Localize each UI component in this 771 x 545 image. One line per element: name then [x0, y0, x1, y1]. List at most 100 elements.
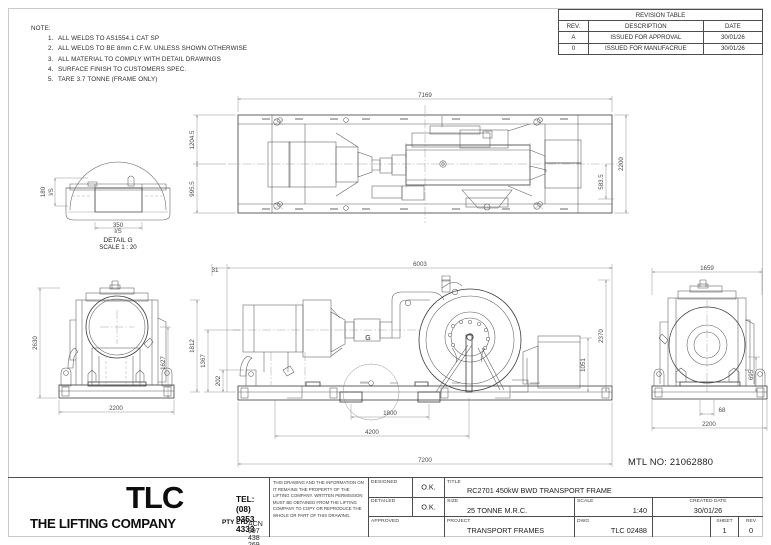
scale-value: 1:40	[632, 505, 647, 515]
note-number: 5.	[48, 75, 54, 83]
section-marker-g: G	[365, 335, 370, 342]
plan-view	[193, 96, 629, 223]
dim-right-68: 68	[719, 407, 726, 414]
field-size: SIZE 25 TONNE M.R.C.	[445, 497, 575, 518]
table-row: A ISSUED FOR APPROVAL 30/01/26	[558, 31, 764, 44]
notes-list: 1. ALL WELDS TO AS1554.1 CAT SP 2.ALL WEL…	[31, 34, 247, 85]
title-value: RC2701 450kW BWD TRANSPORT FRAME	[467, 486, 612, 496]
notes-block: NOTE: 1. ALL WELDS TO AS1554.1 CAT SP 2.A…	[31, 24, 247, 85]
revision-table: REVISION TABLE REV. DESCRIPTION DATE A I…	[558, 8, 764, 55]
dwg-value: TLC 02488	[610, 526, 647, 536]
note-item: 3.ALL MATERIAL TO COMPLY WITH DETAIL DRA…	[48, 55, 247, 65]
field-spacer	[653, 517, 711, 537]
revision-header-date: DATE	[702, 20, 764, 33]
note-item: 2.ALL WELDS TO BE 8mm C.F.W. UNLESS SHOW…	[48, 44, 247, 54]
field-created-date: CREATED DATE 30/01/26	[653, 498, 763, 518]
note-item: 4. SURFACE FINISH TO CUSTOMERS SPEC.	[48, 65, 247, 75]
mtl-number: MTL NO: 21062880	[628, 456, 714, 467]
detailed-label: DETAILED	[371, 499, 396, 505]
copyright-disclaimer: THIS DRAWING AND THE INFORMATION ON IT R…	[270, 478, 369, 537]
title-block: TLC THE LIFTING COMPANY PTY LTD TEL: (08…	[8, 477, 763, 545]
revision-date: 30/01/26	[702, 31, 764, 44]
field-detailed-label: DETAILED	[369, 497, 413, 518]
detail-g-label: DETAIL G	[103, 237, 132, 244]
revision-table-title: REVISION TABLE	[558, 8, 763, 22]
dim-plan-583: 583.5	[598, 174, 605, 190]
designed-value: O.K.	[421, 482, 436, 492]
dim-right-2200: 2200	[702, 421, 716, 428]
dim-plan-2200: 2200	[618, 157, 625, 171]
company-name: THE LIFTING COMPANY	[30, 516, 176, 531]
note-number: 4.	[48, 65, 54, 73]
approved-label: APPROVED	[371, 518, 399, 524]
dim-left-2200: 2200	[109, 405, 123, 412]
dim-elev-1051: 1051	[580, 358, 587, 372]
revision-description: ISSUED FOR MANUFACRUE	[587, 42, 704, 55]
dim-elev-2370: 2370	[598, 329, 605, 343]
note-text: ALL WELDS TO AS1554.1 CAT SP	[58, 35, 160, 43]
created-date-value: 30/01/26	[693, 505, 723, 515]
side-elevation-view	[204, 264, 613, 467]
note-number: 1.	[48, 35, 54, 43]
dim-detail-180-note: I/S	[48, 188, 55, 196]
field-scale: SCALE 1:40	[575, 497, 653, 518]
size-value: 25 TONNE M.R.C.	[467, 505, 528, 515]
dim-elev-31: 31	[212, 267, 219, 274]
scale-label: SCALE	[577, 499, 594, 505]
notes-heading: NOTE:	[31, 25, 51, 32]
title-label: TITLE	[447, 479, 461, 485]
revision-rev: 0	[558, 42, 589, 55]
note-item: 1. ALL WELDS TO AS1554.1 CAT SP	[48, 34, 247, 44]
note-text: ALL MATERIAL TO COMPLY WITH DETAIL DRAWI…	[58, 55, 221, 63]
created-date-label: CREATED DATE	[689, 499, 727, 505]
revision-rev: A	[558, 31, 589, 44]
right-end-view	[651, 268, 768, 431]
table-row: 0 ISSUED FOR MANUFACRUE 30/01/26	[558, 42, 764, 55]
note-text: TARE 3.7 TONNE (FRAME ONLY)	[58, 75, 158, 83]
dim-left-2630: 2630	[32, 336, 39, 350]
dim-elev-202: 202	[215, 375, 222, 386]
sheet-value: 1	[722, 526, 727, 536]
note-text: SURFACE FINISH TO CUSTOMERS SPEC.	[58, 65, 187, 73]
dim-detail-180: 180	[40, 186, 47, 197]
left-end-view	[37, 280, 200, 415]
dim-detail-350: 350	[113, 222, 124, 229]
revision-date: 30/01/26	[702, 42, 764, 55]
revision-header-description: DESCRIPTION	[587, 20, 704, 33]
company-abbrev: TLC	[126, 480, 184, 515]
dim-detail-350-note: I/S	[114, 228, 122, 235]
field-rev: REV 0	[739, 517, 763, 537]
dim-left-1627: 1627	[160, 356, 167, 370]
dim-right-695: 695	[748, 369, 755, 380]
field-project: PROJECT TRANSPORT FRAMES	[445, 517, 575, 537]
dim-elev-7200: 7200	[418, 457, 432, 464]
project-label: PROJECT	[447, 518, 471, 524]
company-suffix: PTY LTD	[222, 519, 249, 526]
dwg-label: DWG	[577, 518, 590, 524]
dim-plan-995: 995.5	[189, 181, 196, 197]
field-designed-label: DESIGNED	[369, 478, 413, 498]
field-title: TITLE RC2701 450kW BWD TRANSPORT FRAME	[445, 478, 763, 498]
title-block-fields: DESIGNED O.K. TITLE RC2701 450kW BWD TRA…	[369, 478, 763, 537]
size-label: SIZE	[447, 499, 459, 505]
field-detailed-value: O.K.	[413, 497, 445, 518]
field-sheet: SHEET 1	[711, 517, 739, 537]
dim-elev-1367: 1367	[200, 354, 207, 368]
revision-description: ISSUED FOR APPROVAL	[587, 31, 704, 44]
designed-label: DESIGNED	[371, 479, 398, 485]
note-text: ALL WELDS TO BE 8mm C.F.W. UNLESS SHOWN …	[58, 45, 248, 53]
dim-elev-1812: 1812	[189, 339, 196, 353]
field-dwg: DWG TLC 02488	[575, 517, 653, 537]
revision-header-row: REV. DESCRIPTION DATE	[558, 20, 764, 33]
revision-header-rev: REV.	[558, 20, 589, 33]
detail-g-scale: SCALE 1 : 20	[99, 244, 137, 251]
revision-title-row: REVISION TABLE	[558, 8, 763, 22]
sheet-label: SHEET	[716, 518, 733, 524]
dimension-labels: 7169 1204.5 995.5 2200 583.5 180 I/S 350…	[32, 92, 755, 464]
dim-elev-4200: 4200	[365, 429, 379, 436]
note-item: 5. TARE 3.7 TONNE (FRAME ONLY)	[48, 75, 247, 85]
rev-value: 0	[748, 526, 754, 536]
detail-g-view	[54, 161, 171, 230]
